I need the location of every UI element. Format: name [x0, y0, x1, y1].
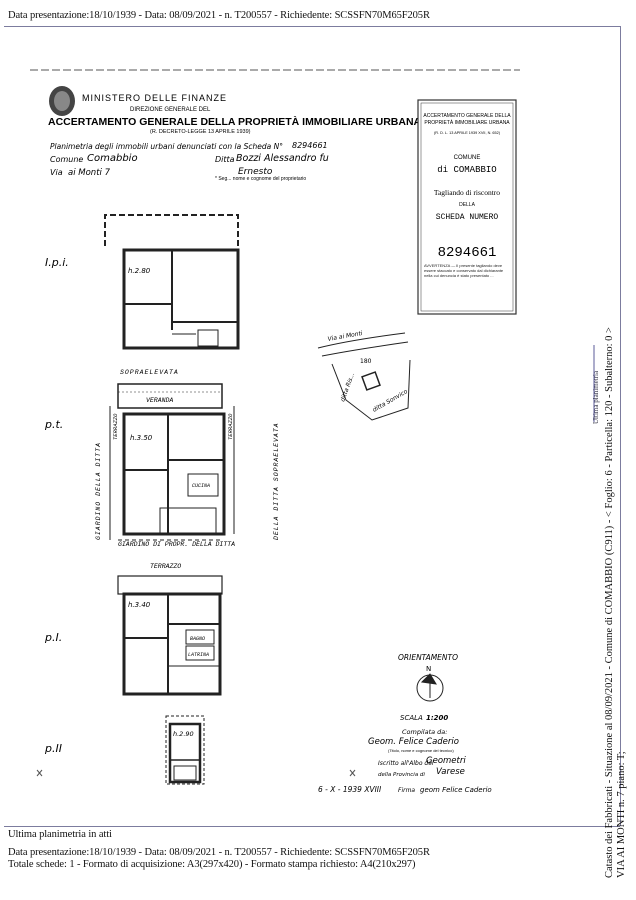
bagno-label: BAGNO	[190, 636, 205, 642]
stamp-number: 8294661	[438, 245, 497, 261]
room-height-p2: h.2.90	[173, 730, 194, 738]
ditta-value-2: Ernesto	[238, 167, 273, 177]
side-text-line2: VIA AI MONTI n. 7 piano: T;	[616, 751, 627, 878]
compiler-name-hint: (Titolo, nome e cognome del tecnico)	[388, 748, 454, 753]
room-height-ipi: h.2.80	[128, 267, 151, 275]
scheda-number: 8294661	[292, 141, 328, 150]
floor-label-p1: p.I.	[44, 631, 62, 644]
frame-right-border	[620, 26, 621, 826]
signature-date: 6 - X - 1939 XVIII	[318, 785, 382, 794]
stamp-fine-print: AVVERTENZA — Il presente tagliando deve …	[424, 263, 504, 278]
footer-line2: Totale schede: 1 - Formato di acquisizio…	[8, 859, 416, 870]
state-emblem-icon	[49, 86, 75, 116]
map-via-label: Via ai Monti	[327, 330, 363, 343]
compiler-name: Geom. Felice Caderio	[368, 737, 459, 747]
side-text-line1: Catasto dei Fabbricati - Situazione al 0…	[604, 327, 615, 878]
ditta-label: Ditta	[215, 155, 235, 164]
location-map	[317, 332, 411, 421]
plan-pt	[109, 383, 235, 541]
giardino-prop-label: GIARDINO DI PROPR. DELLA DITTA	[118, 541, 235, 548]
stamp-tagliando: Tagliando di riscontro	[434, 188, 500, 197]
via-value: ai Monti 7	[68, 168, 111, 178]
form-law: (R. DECRETO-LEGGE 13 APRILE 1939)	[150, 129, 251, 135]
plan-ipi	[104, 214, 240, 350]
floor-label-pt: p.t.	[44, 418, 63, 431]
ditta-sopraelevata-label: DELLA DITTA SOPRAELEVATA	[273, 422, 280, 540]
room-height-p1: h.3.40	[128, 601, 151, 609]
cucina-label: CUCINA	[192, 483, 210, 489]
orient-north: N	[426, 665, 431, 673]
stamp-comune-value: di COMABBIO	[437, 165, 496, 175]
comune-value: Comabbio	[87, 153, 138, 164]
stamp-line2: PROPRIETÀ IMMOBILIARE URBANA	[424, 119, 510, 126]
ministry-subtitle: DIREZIONE GENERALE DEL	[130, 107, 211, 113]
stamp-line3: (R. D. L. 13 APRILE 1939 XVII, N. 652)	[434, 131, 501, 135]
albo-value: Geometri	[426, 756, 466, 766]
provincia-value: Varese	[436, 767, 465, 777]
stamp-scheda: SCHEDA NUMERO	[436, 213, 499, 222]
orient-title: ORIENTAMENTO	[398, 653, 458, 662]
stamp-della: DELLA	[459, 202, 476, 208]
stamp-line1: ACCERTAMENTO GENERALE DELLA	[423, 113, 511, 119]
side-margin-mark: Ultima planimetria	[592, 370, 600, 424]
firma-label: Firma	[398, 787, 415, 794]
giardino-ditta-label: GIARDINO DELLA DITTA	[95, 442, 102, 540]
terrazzo-label-right: TERRAZZO	[227, 413, 234, 440]
map-ditta-ris: ditta Ris...	[339, 372, 356, 403]
latrina-label: LATRINA	[188, 652, 209, 658]
floor-label-ipi: I.p.i.	[45, 256, 69, 269]
compass-icon	[416, 673, 444, 702]
footer-line1: Data presentazione:18/10/1939 - Data: 08…	[8, 847, 430, 858]
frame-top-border	[4, 26, 620, 27]
terrazzo-label-left: TERRAZZO	[112, 413, 119, 440]
ditta-value: Bozzi Alessandro fu	[236, 153, 329, 164]
comune-label: Comune	[50, 155, 83, 164]
veranda-label: VERANDA	[146, 397, 173, 404]
plan-p1	[117, 575, 223, 696]
floor-label-p2: p.II	[44, 742, 62, 755]
stamp-comune-label: COMUNE	[454, 155, 481, 161]
scale-label: SCALA	[400, 714, 423, 722]
iscritto-label: Iscritto all'Albo dei	[378, 760, 434, 767]
frame-bottom-border	[4, 826, 620, 827]
via-label: Via	[50, 168, 63, 177]
ministry-title: MINISTERO DELLE FINANZE	[82, 93, 227, 103]
plan-p2	[165, 715, 205, 785]
form-title: ACCERTAMENTO GENERALE DELLA PROPRIETÀ IM…	[48, 115, 422, 128]
compilata-label: Compilata da:	[402, 728, 447, 736]
firma-signature: geom Felice Caderio	[420, 786, 492, 794]
stamp-box: ACCERTAMENTO GENERALE DELLA PROPRIETÀ IM…	[417, 99, 517, 315]
room-height-pt: h.3.50	[130, 434, 153, 442]
header-line: Data presentazione:18/10/1939 - Data: 08…	[8, 10, 430, 21]
terrazzo-label-p1: TERRAZZO	[150, 563, 181, 570]
plan-line: Planimetria degli immobili urbani denunc…	[50, 142, 283, 151]
map-parcel-number: 180	[360, 358, 372, 365]
sopraelevata-label: SOPRAELEVATA	[120, 369, 179, 376]
provincia-label: della Provincia di	[378, 772, 425, 778]
scale-value: 1:200	[426, 714, 448, 722]
footer-ultima: Ultima planimetria in atti	[8, 829, 112, 840]
form-note: * Seg... nome e cognome del proprietario	[215, 176, 306, 182]
